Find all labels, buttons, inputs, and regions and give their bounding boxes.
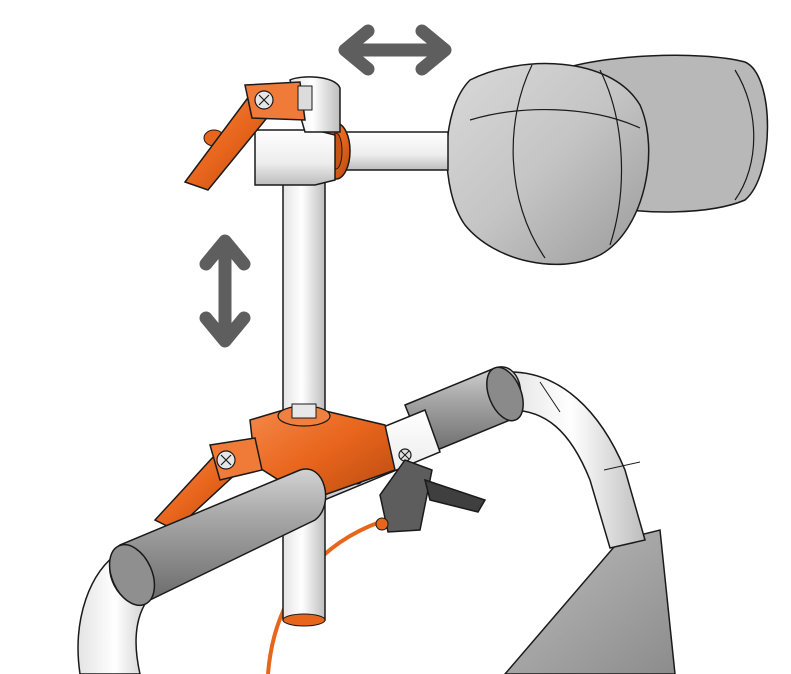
vertical-post xyxy=(282,169,326,627)
headrest-cushion xyxy=(446,54,769,266)
double-arrow-horizontal-icon xyxy=(338,24,452,76)
walker-frame-right-tube xyxy=(509,371,646,549)
upper-clamp-lever xyxy=(183,81,313,191)
handlebar-grip-left xyxy=(108,468,327,607)
brake-lever xyxy=(375,459,487,533)
walker-frame-panel xyxy=(504,529,676,674)
double-arrow-vertical-icon xyxy=(199,234,251,348)
horizontal-arm xyxy=(321,122,449,180)
